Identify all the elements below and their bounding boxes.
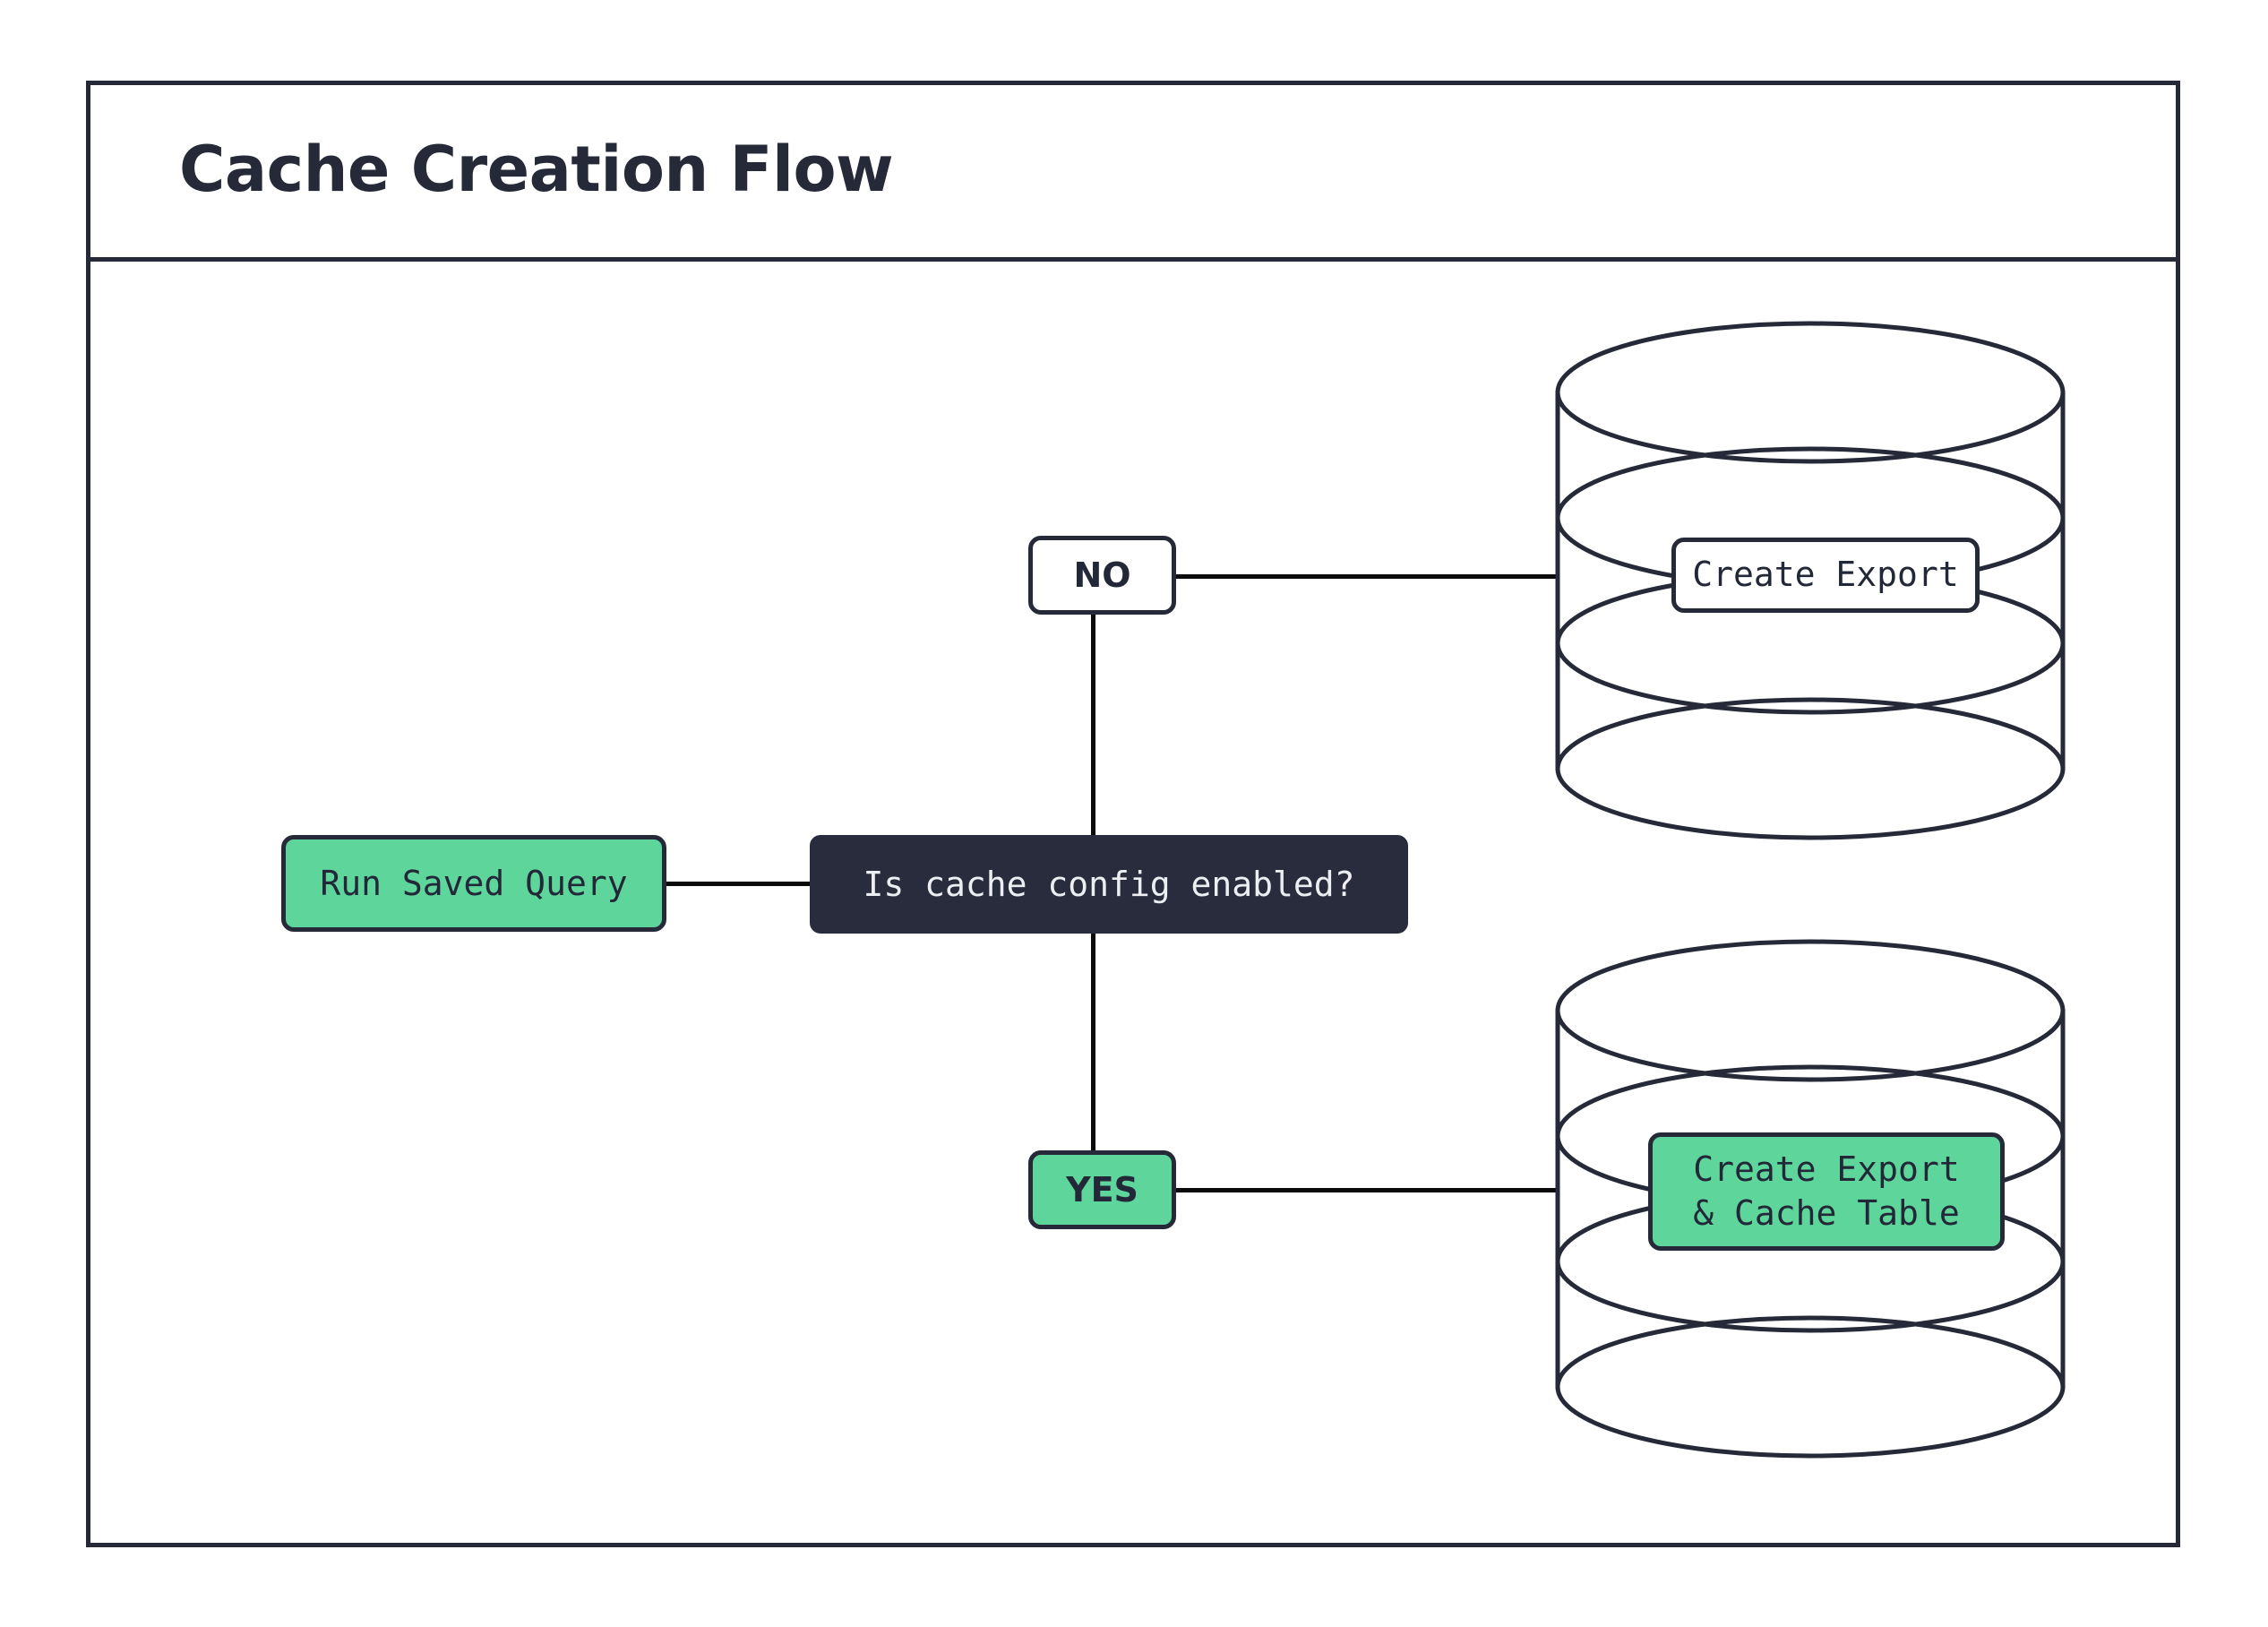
edge-decision-to-no (1091, 613, 1095, 837)
page-title: Cache Creation Flow (179, 132, 894, 206)
edge-query-to-decision (666, 882, 812, 886)
database-label-create-export[interactable]: Create Export (1671, 538, 1980, 613)
edge-decision-to-yes (1091, 932, 1095, 1152)
edge-yes-to-database (1174, 1188, 1559, 1192)
database-cylinder-icon (1555, 939, 2066, 1459)
branch-label-yes[interactable]: YES (1028, 1150, 1176, 1229)
diagram-title-bar: Cache Creation Flow (86, 81, 2180, 262)
database-label-create-export-cache-table[interactable]: Create Export & Cache Table (1648, 1132, 2005, 1251)
node-run-saved-query[interactable]: Run Saved Query (281, 835, 666, 932)
database-cylinder-create-export-cache-table[interactable] (1555, 939, 2066, 1459)
edge-no-to-database (1174, 574, 1559, 579)
branch-label-no[interactable]: NO (1028, 536, 1176, 615)
node-is-cache-config-enabled[interactable]: Is cache config enabled? (810, 835, 1408, 934)
